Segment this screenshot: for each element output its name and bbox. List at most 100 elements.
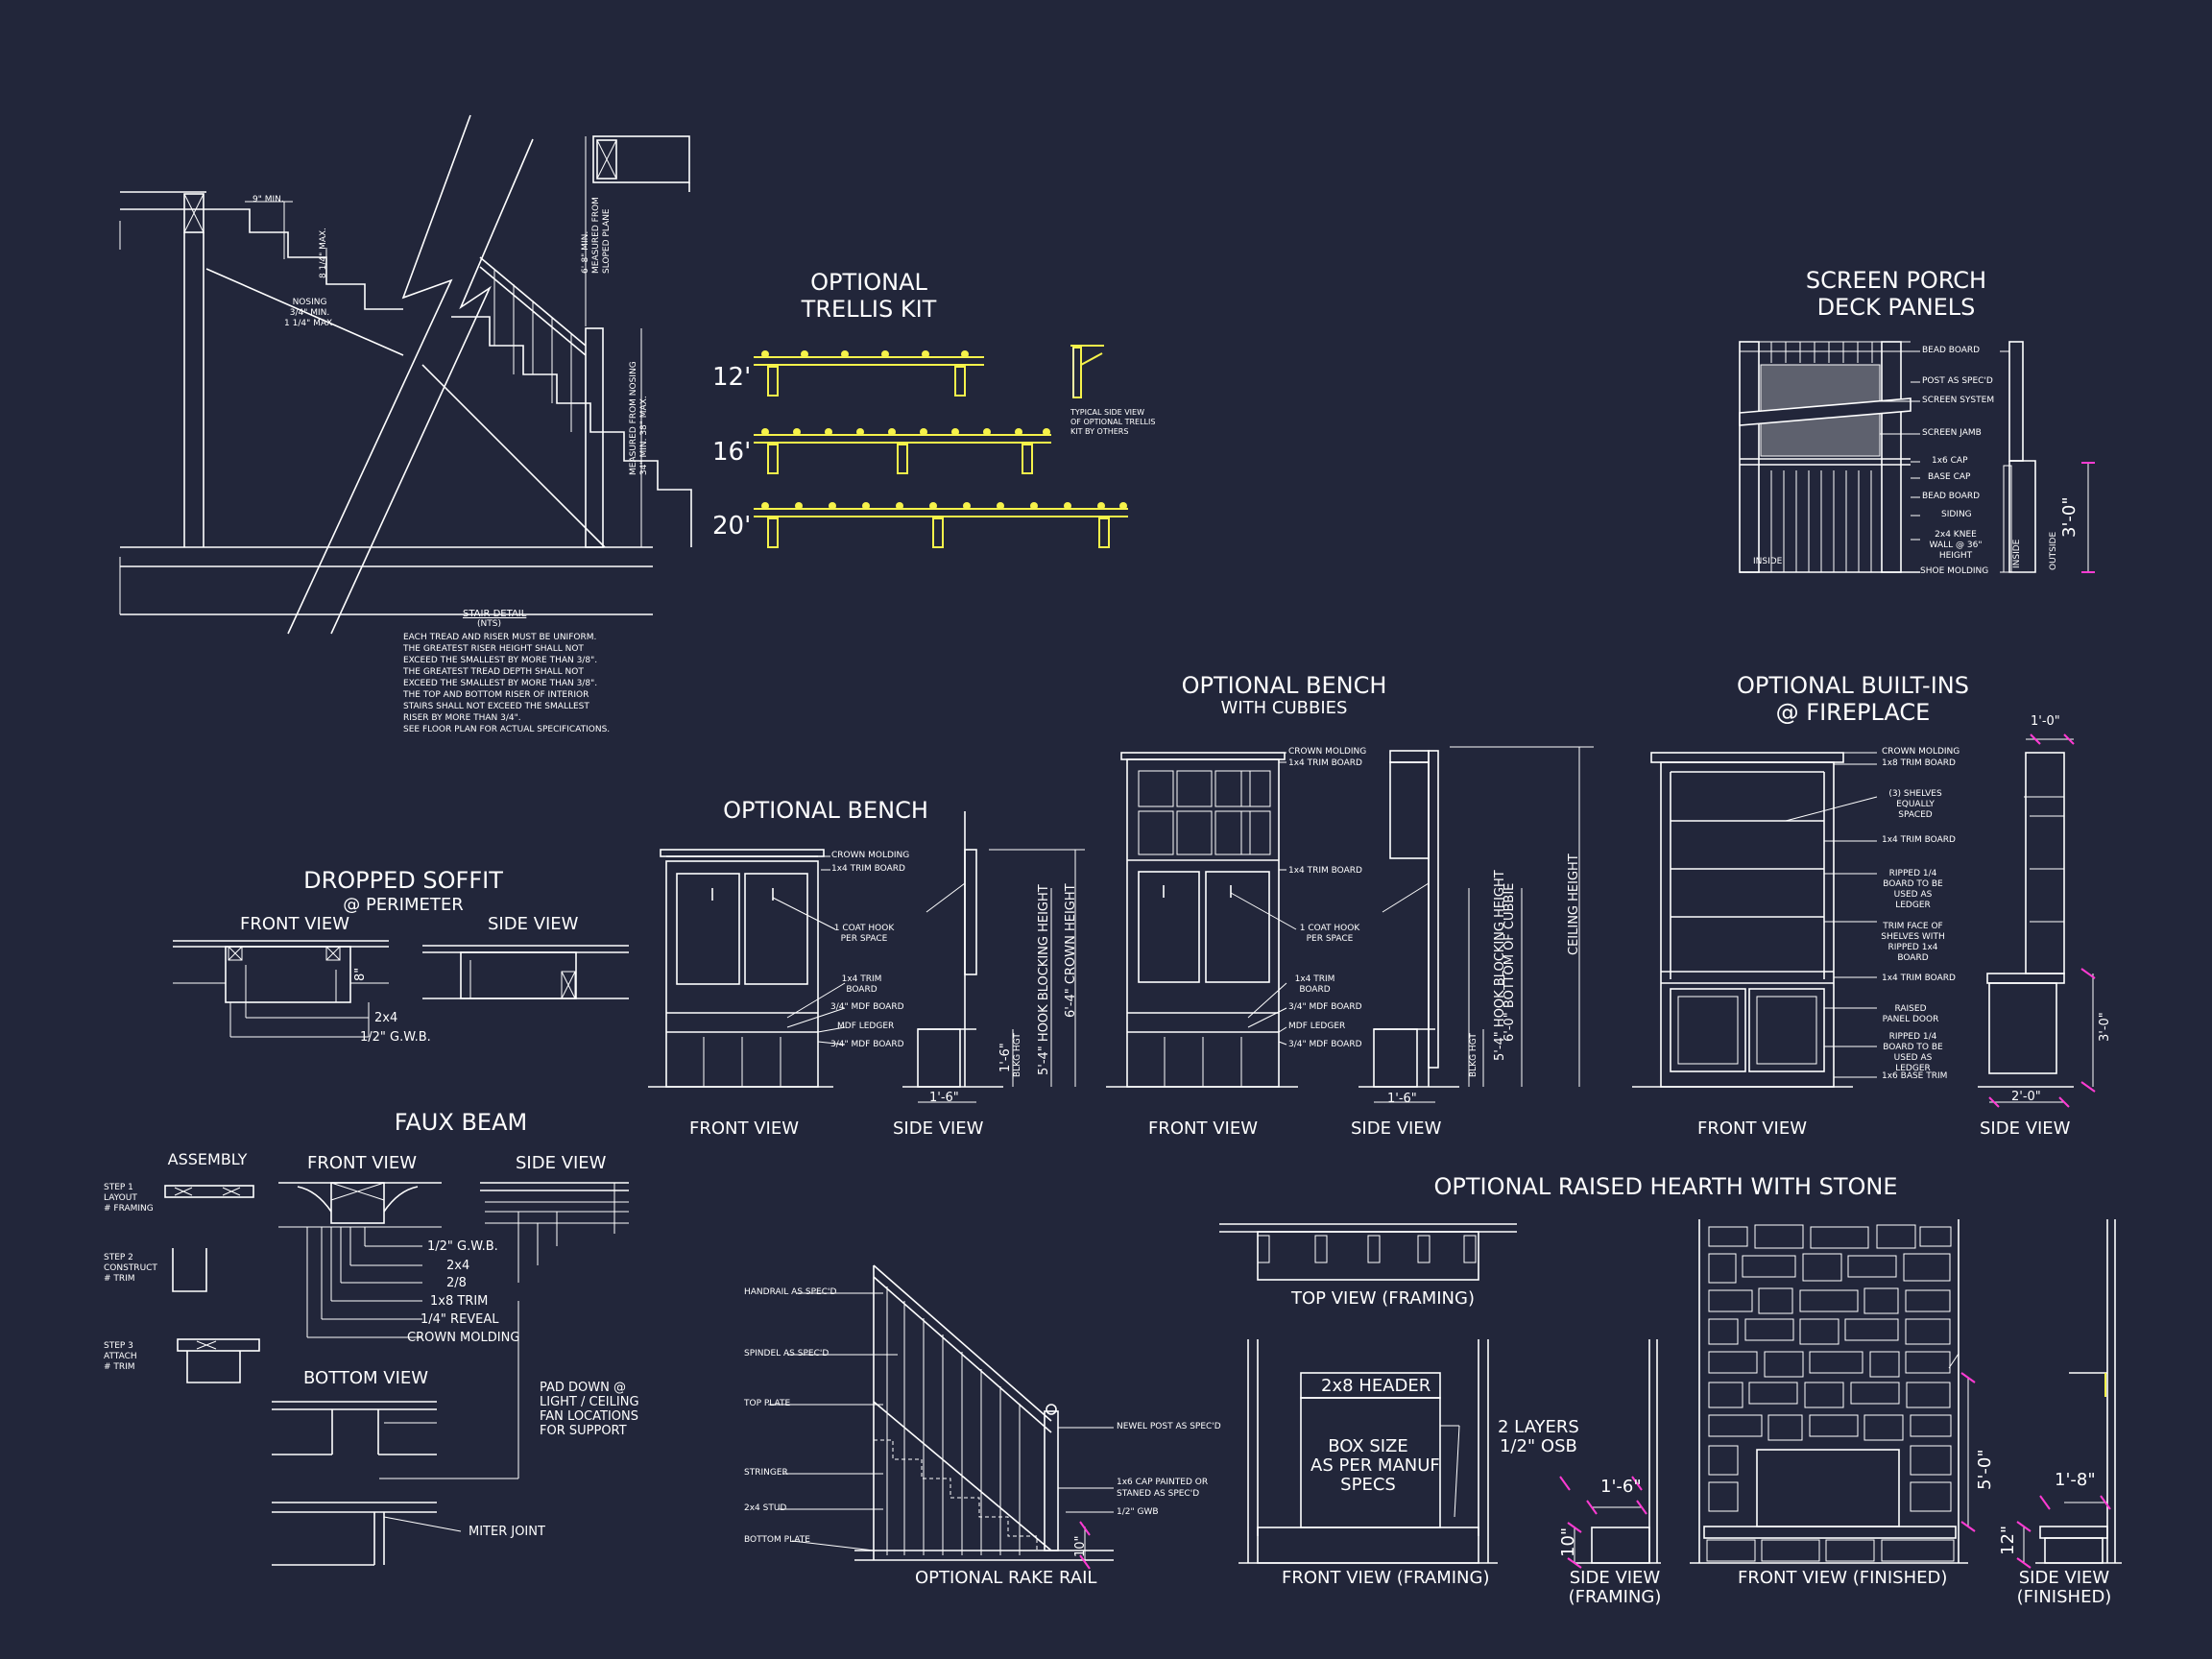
hearth-dim-side-depth: 1'-6" <box>1600 1477 1642 1497</box>
faux-beam-callout-crown: CROWN MOLDING <box>407 1331 520 1345</box>
builtins-callout-1x4: 1x4 TRIM BOARD <box>1882 835 1956 845</box>
hearth-front-finished-label: FRONT VIEW (FINISHED) <box>1738 1568 1948 1588</box>
rake-callout-stud: 2x4 STUD <box>744 1503 787 1513</box>
hearth-dim-finished-depth: 1'-8" <box>2055 1470 2096 1490</box>
hearth-box-note: BOX SIZE AS PER MANUF SPECS <box>1310 1436 1440 1495</box>
bench-callout-mdf-2: 3/4" MDF BOARD <box>830 1040 904 1049</box>
builtins-callout-1x4-2: 1x4 TRIM BOARD <box>1882 974 1956 983</box>
cubbies-front-view-label: FRONT VIEW <box>1148 1118 1259 1139</box>
faux-beam-miter-label: MITER JOINT <box>469 1525 545 1539</box>
faux-beam-leaders <box>306 1212 558 1479</box>
soffit-front-view-drawing <box>173 940 389 1003</box>
trellis-title: OPTIONAL TRELLIS KIT <box>801 269 937 323</box>
hearth-dim-finished-height: 12" <box>1998 1525 2018 1555</box>
soffit-callout-2x4: 2x4 <box>374 1011 398 1025</box>
faux-beam-pad-note: PAD DOWN @ LIGHT / CEILING FAN LOCATIONS… <box>540 1381 639 1438</box>
trellis-20ft-drawing <box>754 502 1128 548</box>
builtins-callout-ledger-1: RIPPED 1/4 BOARD TO BE USED AS LEDGER <box>1883 869 1943 910</box>
soffit-leaders <box>229 1002 370 1038</box>
faux-beam-callout-2-8: 2/8 <box>446 1276 467 1290</box>
porch-callout-screen-jamb: SCREEN JAMB <box>1922 428 1982 438</box>
stair-detail-notes: EACH TREAD AND RISER MUST BE UNIFORM. TH… <box>403 633 611 734</box>
soffit-title: DROPPED SOFFIT <box>303 867 503 894</box>
rake-callout-gwb: 1/2" GWB <box>1117 1507 1159 1517</box>
rake-callout-cap-1: 1x6 CAP PAINTED OR <box>1117 1478 1209 1487</box>
hearth-dim-ticks <box>1079 1372 2111 1570</box>
bench-side-view-drawing <box>902 811 1085 1103</box>
bench-callout-trim: 1x4 TRIM BOARD <box>831 864 905 874</box>
rake-callout-bottom-plate: BOTTOM PLATE <box>744 1535 810 1545</box>
faux-beam-callout-gwb: 1/2" G.W.B. <box>427 1239 498 1254</box>
bench-callout-ledger: MDF LEDGER <box>837 1022 895 1031</box>
misc-dim-ticks <box>1988 733 2096 1108</box>
porch-outside-label: OUTSIDE <box>2049 531 2058 570</box>
trellis-side-note: TYPICAL SIDE VIEW OF OPTIONAL TRELLIS KI… <box>1070 408 1156 436</box>
rake-callout-newel: NEWEL POST AS SPEC'D <box>1117 1422 1221 1431</box>
cubbies-side-view-label: SIDE VIEW <box>1351 1118 1442 1139</box>
soffit-side-view-label: SIDE VIEW <box>488 914 579 934</box>
cubbies-dim-hook-height: 5'-4" HOOK BLOCKING HEIGHT <box>1493 870 1507 1061</box>
soffit-front-view-label: FRONT VIEW <box>240 914 350 934</box>
hearth-side-finished-label: SIDE VIEW (FINISHED) <box>2016 1568 2112 1607</box>
bench-dim-hook: 5'-4" HOOK BLOCKING HEIGHT <box>1037 884 1051 1075</box>
bench-title: OPTIONAL BENCH <box>723 797 928 824</box>
porch-callout-base-cap: BASE CAP <box>1928 472 1971 482</box>
trellis-size-16: 16' <box>712 438 752 467</box>
rake-callout-spindel: SPINDEL AS SPEC'D <box>744 1349 830 1358</box>
screen-porch-drawing <box>1739 341 2095 573</box>
bench-front-view-drawing <box>648 849 833 1088</box>
porch-callout-bead-board: BEAD BOARD <box>1922 346 1981 355</box>
hearth-top-view-drawing <box>1219 1223 1517 1281</box>
soffit-subtitle: @ PERIMETER <box>343 895 464 915</box>
builtins-callout-ledger-2: RIPPED 1/4 BOARD TO BE USED AS LEDGER <box>1883 1032 1943 1073</box>
hearth-side-framing-drawing <box>1574 1339 1661 1564</box>
trellis-16ft-drawing <box>754 428 1051 474</box>
builtins-callout-crown: CROWN MOLDING <box>1882 747 1960 757</box>
built-ins-front-view-drawing <box>1632 752 1853 1088</box>
hearth-top-view-label: TOP VIEW (FRAMING) <box>1291 1288 1475 1309</box>
rake-dim: 10" <box>1073 1535 1088 1557</box>
bench-front-view-label: FRONT VIEW <box>689 1118 800 1139</box>
cubbies-front-view-drawing <box>1106 752 1298 1088</box>
trellis-side-view-drawing <box>1070 345 1104 398</box>
cubbies-callout-ledger: MDF LEDGER <box>1288 1022 1346 1031</box>
faux-beam-callout-1x8: 1x8 TRIM <box>430 1294 489 1309</box>
stair-headroom: 6'-8" MIN. MEASURED FROM SLOPED PLANE <box>581 197 612 274</box>
faux-beam-step-3: STEP 3 ATTACH # TRIM <box>104 1341 137 1372</box>
porch-callout-knee-wall: 2x4 KNEE WALL @ 36" HEIGHT <box>1929 530 1983 561</box>
cubbies-callout-hook: 1 COAT HOOK PER SPACE <box>1299 924 1360 944</box>
builtins-callout-base: 1x6 BASE TRIM <box>1882 1071 1948 1081</box>
porch-callout-siding: SIDING <box>1941 510 1972 519</box>
stair-min-tread: 9" MIN. <box>252 195 284 204</box>
faux-beam-bottom-view-drawing <box>272 1401 462 1566</box>
hearth-title: OPTIONAL RAISED HEARTH WITH STONE <box>1433 1173 1898 1200</box>
bench-callout-hook: 1 COAT HOOK PER SPACE <box>833 924 895 944</box>
cubbies-callout-mdf-1: 3/4" MDF BOARD <box>1288 1002 1362 1012</box>
faux-beam-front-view-label: FRONT VIEW <box>307 1153 418 1173</box>
hearth-header-label: 2x8 HEADER <box>1321 1376 1431 1396</box>
faux-beam-side-view-label: SIDE VIEW <box>516 1153 607 1173</box>
porch-callout-1x6-cap: 1x6 CAP <box>1932 456 1968 466</box>
bench-leaders <box>772 855 966 1046</box>
bench-side-view-label: SIDE VIEW <box>893 1118 984 1139</box>
built-ins-leaders <box>1785 752 2064 1078</box>
trellis-size-20: 20' <box>712 512 752 541</box>
builtins-callout-1x8: 1x8 TRIM BOARD <box>1882 758 1956 768</box>
hearth-side-finished-drawing <box>2023 1219 2122 1564</box>
hearth-front-framing-drawing <box>1238 1339 1498 1564</box>
bench-cubbies-subtitle: WITH CUBBIES <box>1220 698 1348 718</box>
faux-beam-step-1: STEP 1 LAYOUT # FRAMING <box>104 1183 154 1214</box>
cubbies-callout-trim-3: 1x4 TRIM BOARD <box>1294 974 1335 995</box>
stair-riser-max: 8 1/4" MAX. <box>319 227 328 278</box>
faux-beam-bottom-view-label: BOTTOM VIEW <box>303 1368 429 1388</box>
soffit-callout-gwb: 1/2" G.W.B. <box>360 1030 431 1045</box>
bench-dim-seat: 1'-6" <box>998 1043 1013 1072</box>
screen-porch-title: SCREEN PORCH DECK PANELS <box>1805 267 1987 321</box>
builtins-callout-shelves: (3) SHELVES EQUALLY SPACED <box>1888 789 1942 820</box>
soffit-side-view-drawing <box>422 945 629 999</box>
built-ins-title: OPTIONAL BUILT-INS @ FIREPLACE <box>1737 672 1969 726</box>
cubbies-dim-depth: 1'-6" <box>1387 1092 1417 1106</box>
bench-dim-crown: 6'-4" CROWN HEIGHT <box>1064 883 1078 1018</box>
